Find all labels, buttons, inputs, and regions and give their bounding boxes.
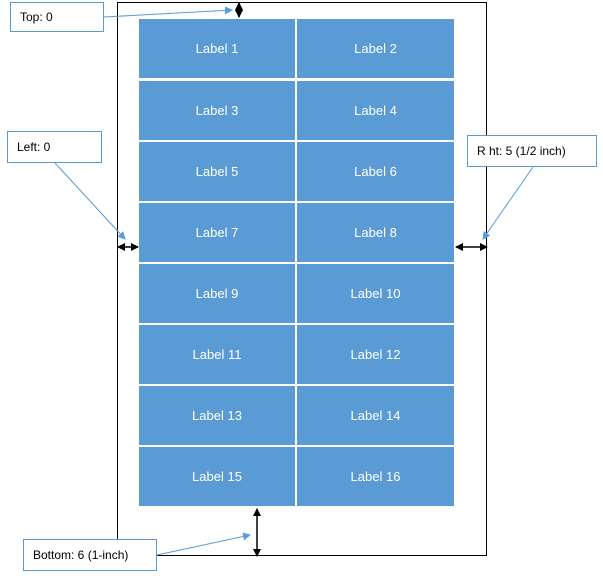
label-cell-6: Label 6	[297, 142, 454, 201]
label-cell-7: Label 7	[139, 203, 295, 262]
right-margin-text: R ht: 5 (1/2 inch)	[477, 144, 566, 158]
label-cell-3: Label 3	[139, 81, 295, 140]
right-leader-line	[482, 166, 534, 240]
label-cell-15: Label 15	[139, 447, 295, 506]
left-margin-text: Left: 0	[17, 140, 51, 154]
bottom-margin-callout: Bottom: 6 (1-inch)	[23, 539, 157, 571]
left-margin-callout: Left: 0	[7, 131, 102, 163]
label-cell-1: Label 1	[139, 19, 295, 78]
top-margin-callout: Top: 0	[10, 2, 104, 32]
top-leader-line	[103, 6, 233, 18]
label-cell-10: Label 10	[297, 264, 454, 323]
label-cell-9: Label 9	[139, 264, 295, 323]
left-leader-line	[54, 162, 126, 240]
label-cell-2: Label 2	[297, 19, 454, 78]
bottom-margin-text: Bottom: 6 (1-inch)	[33, 548, 129, 562]
bottom-leader-line	[156, 532, 251, 556]
label-cell-11: Label 11	[139, 325, 295, 384]
right-margin-callout: R ht: 5 (1/2 inch)	[467, 135, 597, 167]
label-cell-13: Label 13	[139, 386, 295, 445]
label-cell-4: Label 4	[297, 81, 454, 140]
top-margin-text: Top: 0	[20, 10, 53, 24]
label-cell-14: Label 14	[297, 386, 454, 445]
label-cell-16: Label 16	[297, 447, 454, 506]
label-cell-8: Label 8	[297, 203, 454, 262]
label-cell-5: Label 5	[139, 142, 295, 201]
label-cell-12: Label 12	[297, 325, 454, 384]
